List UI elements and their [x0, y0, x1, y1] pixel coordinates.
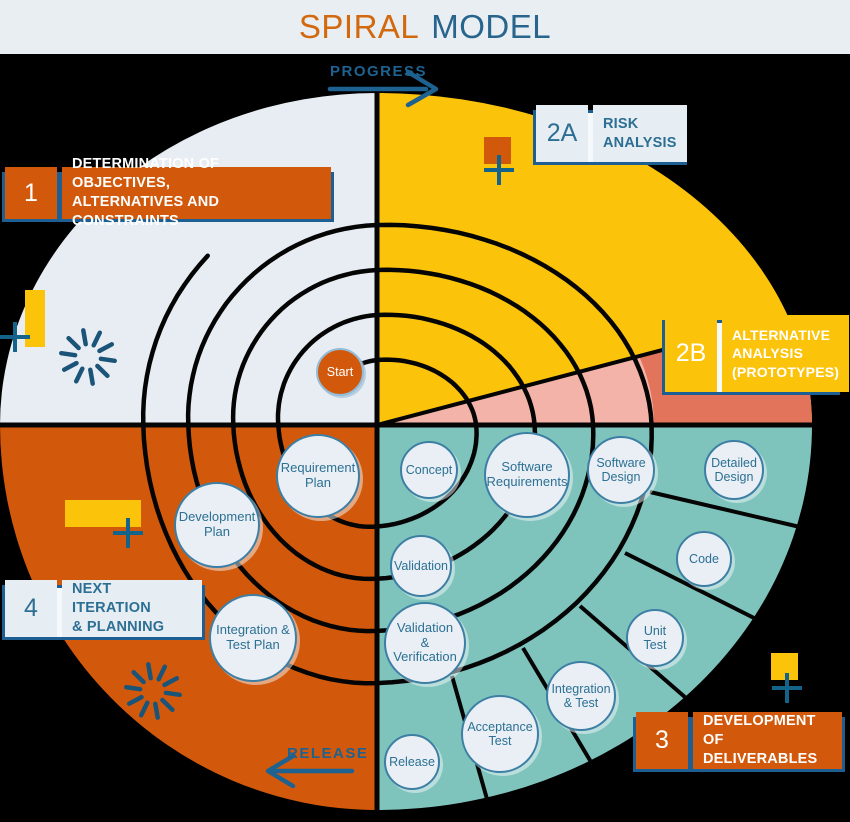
stage-requirement-plan: Requirement Plan — [276, 434, 360, 518]
stage-validation-verification: Validation & Verification — [384, 602, 466, 684]
title-word-spiral: SPIRAL — [298, 8, 420, 45]
label-2b-text: ALTERNATIVE ANALYSIS (PROTOTYPES) — [722, 315, 850, 392]
release-arrow-icon — [265, 753, 355, 789]
label-1-number: 1 — [5, 167, 57, 219]
label-4-text: NEXT ITERATION & PLANNING — [62, 580, 202, 637]
stage-integration-test-plan: Integration & Test Plan — [209, 594, 297, 682]
decor-yellow-square — [771, 653, 798, 680]
stage-unit-test: Unit Test — [626, 609, 684, 667]
label-2a-text: RISK ANALYSIS — [593, 105, 687, 162]
stage-acceptance-test: Acceptance Test — [461, 695, 539, 773]
decor-yellow-bar — [25, 290, 45, 347]
label-2a-number: 2A — [536, 105, 588, 162]
spiral-curve — [140, 222, 654, 686]
stage-release: Release — [384, 734, 440, 790]
stage-integration-test: Integration & Test — [546, 661, 616, 731]
plus-icon — [113, 518, 143, 548]
label-3-text: DEVELOPMENT OF DELIVERABLES — [693, 712, 842, 769]
stage-validation: Validation — [390, 535, 452, 597]
label-4-next-iteration: 4 NEXT ITERATION & PLANNING — [2, 580, 205, 640]
label-3-number: 3 — [636, 712, 688, 769]
title-word-model: MODEL — [431, 8, 552, 45]
label-3-development: 3 DEVELOPMENT OF DELIVERABLES — [633, 712, 845, 772]
label-4-number: 4 — [5, 580, 57, 637]
progress-label: PROGRESS — [330, 63, 428, 80]
plus-icon — [484, 155, 514, 185]
label-1-objectives: 1 DETERMINATION OF OBJECTIVES, ALTERNATI… — [2, 156, 334, 229]
label-1-text: DETERMINATION OF OBJECTIVES, ALTERNATIVE… — [62, 156, 331, 229]
page-title: SPIRAL MODEL — [0, 0, 850, 54]
stage-detailed-design: Detailed Design — [704, 440, 764, 500]
plus-icon — [772, 673, 802, 703]
stage-start: Start — [316, 348, 364, 396]
label-2b-alternative-analysis: 2B ALTERNATIVE ANALYSIS (PROTOTYPES) — [662, 315, 850, 395]
label-2a-risk-analysis: 2A RISK ANALYSIS — [533, 105, 687, 165]
starburst-icon — [124, 662, 182, 720]
stage-software-requirements: Software Requirements — [484, 432, 570, 518]
stage-software-design: Software Design — [587, 436, 655, 504]
plus-icon — [0, 322, 30, 352]
stage-development-plan: Development Plan — [174, 482, 260, 568]
release-label: RELEASE — [287, 745, 369, 762]
stage-concept: Concept — [400, 441, 458, 499]
progress-arrow-icon — [327, 69, 439, 108]
label-2b-number: 2B — [665, 315, 717, 392]
stage-code: Code — [676, 531, 732, 587]
starburst-icon — [59, 328, 117, 386]
